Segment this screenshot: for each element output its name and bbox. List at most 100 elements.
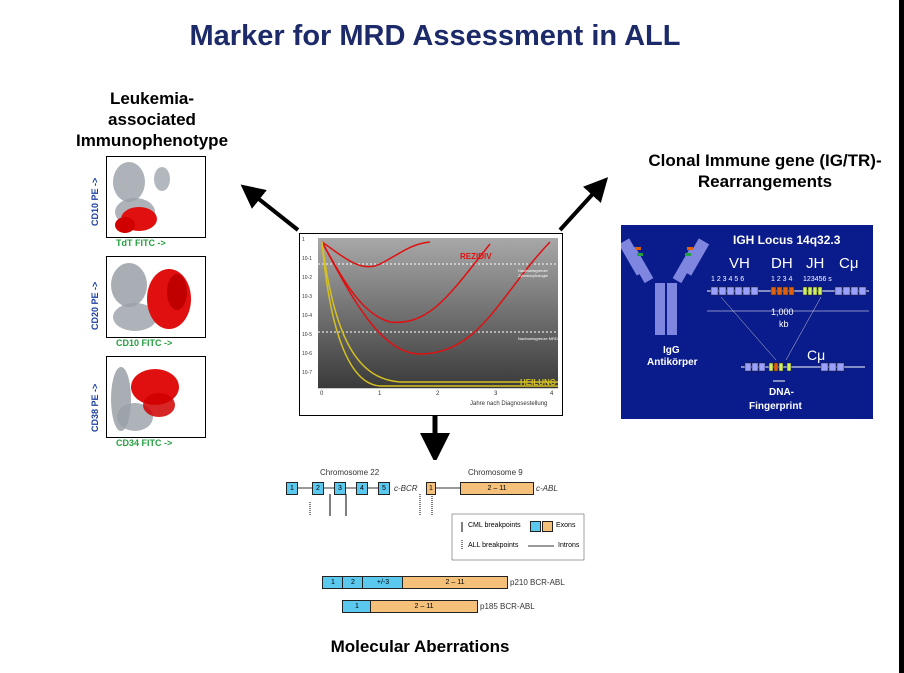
p210-label: p210 BCR-ABL (510, 578, 565, 587)
relapse-label: REZIDIV (460, 252, 492, 261)
bottom-heading: Molecular Aberrations (330, 637, 510, 656)
facs-scatter-1 (113, 162, 170, 233)
jh-numbers: 123456 s (803, 276, 832, 283)
p210-exon-2: 2 (342, 576, 364, 589)
fingerprint-label-1: DNA- (769, 387, 794, 398)
left-heading-line2: associated (108, 110, 196, 129)
left-heading-line3: Immunophenotype (75, 131, 229, 150)
p210-abl-exons: 2 – 11 (402, 576, 508, 589)
cure-curve-2 (321, 241, 558, 383)
antibody-label-2: Antikörper (647, 357, 698, 368)
x-tick-3: 3 (494, 391, 498, 397)
abl-exon-1: 1 (426, 482, 436, 495)
cmu-label-2: Cμ (807, 347, 826, 363)
facs-plot-1 (106, 156, 206, 238)
distance-unit: kb (779, 319, 789, 329)
y-tick-3: 10-2 (302, 275, 313, 281)
y-tick-4: 10-3 (302, 294, 313, 300)
x-axis-label: Jahre nach Diagnosestellung (470, 401, 548, 407)
facs-2-x-label: CD10 FITC -> (116, 338, 173, 348)
facs-scatter-2 (111, 263, 191, 331)
cmu-segments (834, 286, 867, 296)
legend-exons: Exons (556, 522, 576, 529)
legend-exon-swatch-orange (542, 521, 553, 532)
abl-exons-2-11: 2 – 11 (460, 482, 534, 495)
right-heading: Clonal Immune gene (IG/TR)- Rearrangemen… (630, 150, 900, 192)
y-tick-1: 1 (302, 237, 305, 243)
dh-numbers: 1 2 3 4 (771, 276, 793, 283)
legend-all: ALL breakpoints (468, 542, 519, 549)
p210-exon-3: +/-3 (362, 576, 404, 589)
y-tick-8: 10-7 (302, 370, 313, 376)
abl-label: c-ABL (536, 484, 558, 493)
igh-panel: IGH Locus 14q32.3 VH DH JH Cμ 1 2 3 4 5 … (621, 225, 873, 419)
y-tick-5: 10-4 (302, 313, 313, 319)
p185-label: p185 BCR-ABL (480, 602, 535, 611)
cure-label: HEILUNG (520, 378, 556, 387)
legend-cml: CML breakpoints (468, 522, 521, 529)
antibody-icon (621, 238, 710, 335)
molecular-diagram: Chromosome 22 Chromosome 9 1 2 3 4 5 c-B… (280, 464, 590, 614)
page-title: Marker for MRD Assessment in ALL (189, 20, 681, 52)
facs-1-y-label: CD10 PE -> (90, 177, 100, 226)
facs-3-y-label: CD38 PE -> (90, 383, 100, 432)
vh-segments (710, 286, 759, 296)
chr9-label: Chromosome 9 (468, 468, 523, 477)
rearranged-segments (744, 362, 845, 372)
jh-segments (802, 286, 823, 296)
relapse-curve-3 (321, 241, 431, 268)
distance-label: 1,000 (771, 307, 794, 317)
x-tick-4: 4 (550, 391, 554, 397)
bcr-exon-3: 3 (334, 482, 346, 495)
y-tick-7: 10-6 (302, 351, 313, 357)
right-edge-bar (899, 0, 904, 673)
x-tick-1: 1 (378, 391, 382, 397)
note-mrd: Nachweisgrenze MRD (518, 336, 558, 341)
y-tick-2: 10-1 (302, 256, 313, 262)
left-heading-line1: Leukemia- (109, 89, 195, 108)
antibody-label-1: IgG (663, 345, 680, 356)
right-heading-line2: Rearrangements (697, 172, 833, 191)
chromosome-lines (286, 487, 585, 561)
connector-arrows (240, 177, 609, 460)
note-cytomorphology: Nachweisgrenze Zytomorphologie (518, 268, 548, 278)
p185-abl-exons: 2 – 11 (370, 600, 478, 613)
left-heading: Leukemia- associated Immunophenotype (64, 88, 240, 151)
igh-graphics (621, 238, 869, 382)
relapse-curve-2 (321, 241, 551, 355)
right-heading-line1: Clonal Immune gene (IG/TR)- (648, 151, 882, 170)
arrow-left (240, 184, 300, 232)
mrd-plot-area (318, 238, 558, 388)
dh-label: DH (771, 255, 793, 272)
mrd-chart: 1 10-1 10-2 10-3 10-4 10-5 10-6 10-7 0 1… (299, 233, 563, 416)
p210-exon-1: 1 (322, 576, 344, 589)
x-tick-2: 2 (436, 391, 440, 397)
vh-numbers: 1 2 3 4 5 6 (711, 276, 745, 283)
fingerprint-label-2: Fingerprint (749, 401, 802, 412)
x-tick-0: 0 (320, 391, 324, 397)
bcr-exon-5: 5 (378, 482, 390, 495)
legend-exon-swatch-blue (530, 521, 541, 532)
facs-plot-3 (106, 356, 206, 438)
dh-segments (770, 286, 795, 296)
igh-title: IGH Locus 14q32.3 (733, 233, 841, 247)
bcr-exon-1: 1 (286, 482, 298, 495)
p185-exon-1: 1 (342, 600, 372, 613)
jh-label: JH (806, 255, 825, 272)
bcr-exon-2: 2 (312, 482, 324, 495)
relapse-curve-1 (321, 241, 491, 324)
facs-plot-2 (106, 256, 206, 338)
bcr-label: c-BCR (394, 484, 418, 493)
facs-2-y-label: CD20 PE -> (90, 281, 100, 330)
chr22-label: Chromosome 22 (320, 468, 380, 477)
cure-curve-1 (321, 241, 558, 387)
cmu-label: Cμ (839, 255, 859, 272)
legend-introns: Introns (558, 542, 580, 549)
vh-label: VH (729, 255, 750, 272)
bcr-exon-4: 4 (356, 482, 368, 495)
facs-1-x-label: TdT FITC -> (116, 238, 166, 248)
arrow-right (558, 177, 609, 232)
y-tick-6: 10-5 (302, 332, 313, 338)
facs-3-x-label: CD34 FITC -> (116, 438, 173, 448)
facs-scatter-3 (111, 367, 179, 431)
